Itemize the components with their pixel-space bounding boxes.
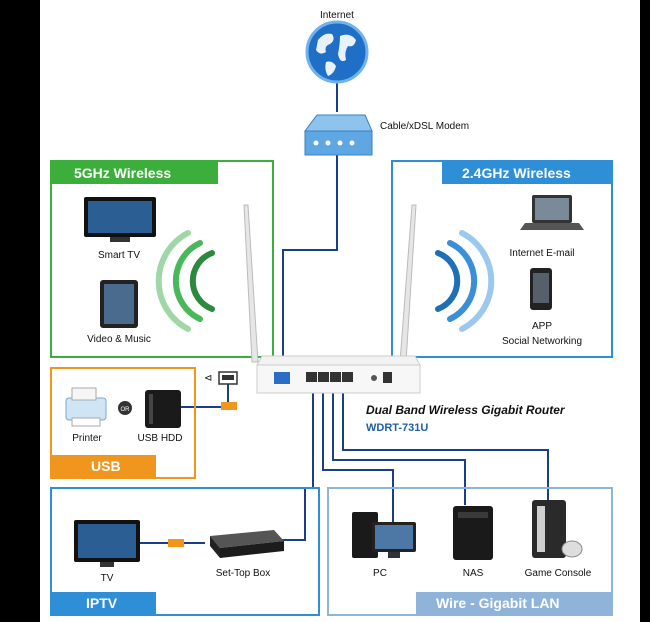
nas-label: NAS: [463, 568, 484, 579]
av-connector-tag: [168, 539, 184, 547]
pc-label: PC: [373, 568, 387, 579]
wifi-waves-right-icon: [435, 230, 495, 332]
wireless-5g-title: 5GHz Wireless: [74, 165, 171, 181]
printer-icon: [65, 387, 107, 427]
router-console-cable: [342, 380, 549, 500]
or-label: OR: [121, 407, 131, 413]
router-nas-cable: [332, 380, 466, 505]
iptv-header: [52, 592, 156, 614]
wifi-waves-left-icon: [155, 230, 215, 332]
set-top-box-label: Set-Top Box: [216, 568, 270, 579]
game-console-label: Game Console: [525, 568, 592, 579]
hdd-icon: [145, 390, 181, 428]
usb-box: [50, 367, 196, 479]
laptop-icon: [520, 195, 584, 230]
tablet-icon: [100, 280, 138, 328]
iptv-box: [50, 487, 320, 616]
set-top-box-icon: [210, 530, 284, 558]
usb-hdd-label: USB HDD: [137, 433, 182, 444]
tv-icon: [74, 520, 140, 567]
modem-label: Cable/xDSL Modem: [380, 121, 469, 132]
router-pc-cable: [322, 380, 394, 525]
router-title: Dual Band Wireless Gigabit Router: [366, 403, 566, 417]
usb-port-icon: ⊲: [204, 371, 238, 385]
usb-connector-tag: [221, 402, 237, 410]
wireless-24g-title: 2.4GHz Wireless: [462, 165, 571, 181]
app-label: APP: [532, 321, 552, 332]
wireless-24g-box: [391, 160, 613, 358]
modem-icon: [304, 114, 373, 156]
svg-text:⊲: ⊲: [204, 373, 212, 384]
nas-icon: [453, 506, 493, 560]
globe-icon: [305, 20, 369, 84]
router-icon: [243, 204, 421, 394]
smart-tv-label: Smart TV: [98, 250, 140, 261]
pc-icon: [352, 512, 416, 558]
internet-email-label: Internet E-mail: [509, 248, 574, 259]
wireless-24g-header: [442, 162, 611, 184]
game-console-icon: [532, 500, 583, 558]
iptv-title: IPTV: [86, 595, 118, 611]
smart-tv-icon: [84, 197, 156, 242]
wireless-5g-header: [52, 162, 218, 184]
social-networking-label: Social Networking: [502, 336, 582, 347]
lan-box: [327, 487, 613, 616]
video-music-label: Video & Music: [87, 334, 151, 345]
smartphone-icon: [530, 268, 552, 310]
lan-header: [416, 592, 611, 614]
router-model: WDRT-731U: [366, 422, 428, 434]
usb-header: [52, 455, 156, 477]
printer-label: Printer: [72, 433, 102, 444]
internet-label: Internet: [320, 10, 354, 21]
tv-label: TV: [101, 573, 114, 584]
modem-router-cable: [282, 155, 338, 372]
wireless-5g-box: [50, 160, 274, 358]
or-badge: [118, 401, 132, 415]
usb-title: USB: [91, 458, 121, 474]
lan-title: Wire - Gigabit LAN: [436, 595, 560, 611]
